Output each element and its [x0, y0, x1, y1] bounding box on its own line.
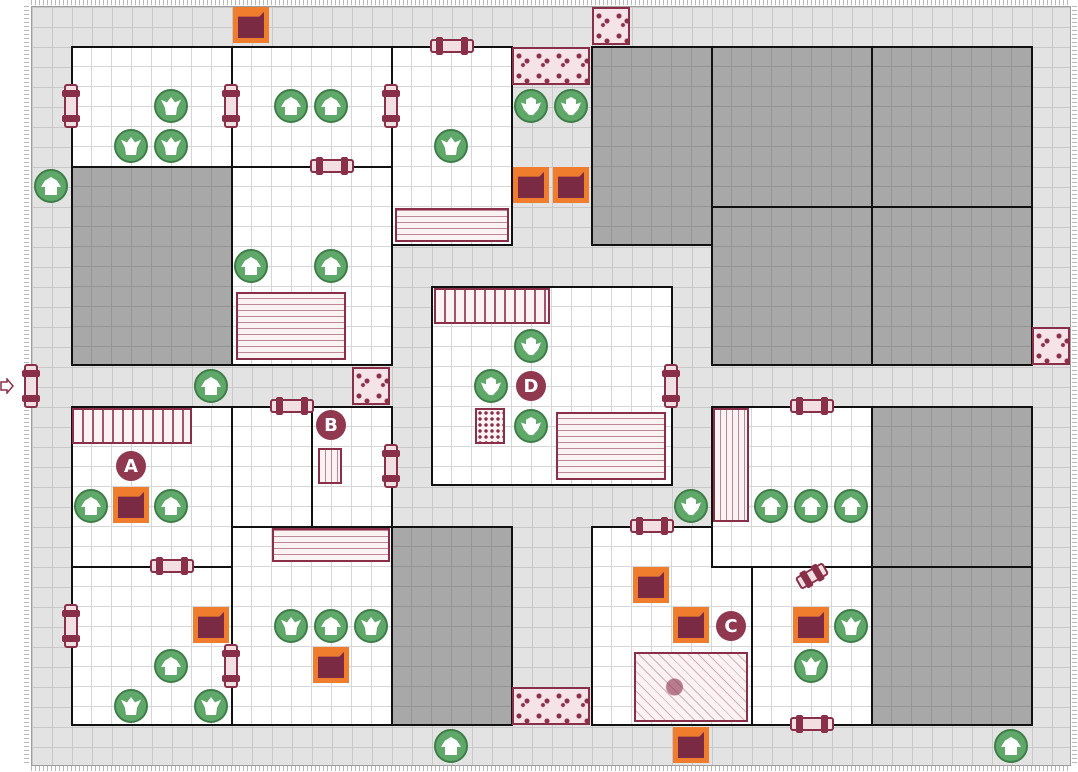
fimir-icon[interactable] — [514, 89, 548, 123]
right-ruler — [1072, 6, 1077, 766]
solid-rock-right-a — [871, 406, 1033, 568]
room-mid-corridor — [231, 406, 313, 528]
chaos-warrior-icon[interactable] — [474, 369, 508, 403]
orc-icon[interactable] — [834, 489, 868, 523]
door-icon[interactable] — [382, 84, 400, 128]
rack-top-room — [395, 208, 509, 242]
door-icon[interactable] — [62, 604, 80, 648]
door-icon[interactable] — [310, 157, 354, 175]
goblin-icon[interactable] — [274, 609, 308, 643]
entry-arrow-icon — [0, 378, 14, 394]
door-icon[interactable] — [790, 715, 834, 733]
fimir-icon[interactable] — [674, 489, 708, 523]
orc-icon[interactable] — [794, 489, 828, 523]
solid-rock-bottom-center — [391, 526, 513, 726]
falling-rock-icon — [512, 687, 590, 725]
goblin-icon[interactable] — [794, 649, 828, 683]
room-center-d — [431, 286, 673, 486]
door-icon[interactable] — [662, 364, 680, 408]
orc-icon[interactable] — [754, 489, 788, 523]
solid-rock-top-right-c — [871, 46, 1033, 208]
table-left-room — [236, 292, 346, 360]
solid-rock-top-right-b — [711, 46, 873, 208]
pit-trap-icon — [193, 607, 229, 643]
goblin-icon[interactable] — [834, 609, 868, 643]
pit-trap-icon — [233, 7, 269, 43]
fimir-icon[interactable] — [514, 329, 548, 363]
goblin-icon[interactable] — [434, 129, 468, 163]
solid-rock-left — [71, 166, 233, 366]
door-icon[interactable] — [382, 444, 400, 488]
room-top-middle — [231, 46, 393, 168]
pit-trap-icon — [673, 727, 709, 763]
orc-icon[interactable] — [34, 169, 68, 203]
weapon-rack-room-a — [72, 408, 192, 444]
falling-rock-icon — [512, 47, 590, 85]
door-icon[interactable] — [22, 364, 40, 408]
falling-rock-icon — [352, 367, 390, 405]
room-top-left — [71, 46, 233, 168]
goblin-icon[interactable] — [354, 609, 388, 643]
orc-icon[interactable] — [154, 649, 188, 683]
bookcase-right-room — [713, 408, 749, 522]
goblin-icon[interactable] — [154, 129, 188, 163]
table-room-d — [556, 412, 666, 480]
rack-bottom-middle — [272, 528, 390, 562]
fimir-icon[interactable] — [554, 89, 588, 123]
door-icon[interactable] — [150, 557, 194, 575]
pit-trap-icon — [313, 647, 349, 683]
solid-rock-right-b — [871, 566, 1033, 726]
orc-icon[interactable] — [314, 249, 348, 283]
door-icon[interactable] — [222, 84, 240, 128]
orc-icon[interactable] — [314, 89, 348, 123]
pit-trap-icon — [113, 487, 149, 523]
orc-icon[interactable] — [154, 489, 188, 523]
orc-icon[interactable] — [994, 729, 1028, 763]
fireplace-room-d — [434, 288, 550, 324]
orc-icon[interactable] — [234, 249, 268, 283]
throne-room-d — [475, 408, 505, 444]
pit-trap-icon — [513, 167, 549, 203]
marker-c: C — [716, 611, 746, 641]
cupboard-room-b — [318, 448, 342, 484]
door-icon[interactable] — [270, 397, 314, 415]
solid-rock-top-right-d — [711, 206, 873, 366]
orc-icon[interactable] — [274, 89, 308, 123]
marker-b: B — [316, 410, 346, 440]
orc-icon[interactable] — [194, 369, 228, 403]
bottom-ruler — [31, 766, 1071, 771]
door-icon[interactable] — [790, 397, 834, 415]
solid-rock-top-right-e — [871, 206, 1033, 366]
goblin-icon[interactable] — [154, 89, 188, 123]
marker-d: D — [516, 371, 546, 401]
orc-icon[interactable] — [314, 609, 348, 643]
fimir-icon[interactable] — [514, 409, 548, 443]
pit-trap-icon — [633, 567, 669, 603]
door-icon[interactable] — [430, 37, 474, 55]
pit-trap-icon — [673, 607, 709, 643]
goblin-icon[interactable] — [114, 689, 148, 723]
pit-trap-icon — [793, 607, 829, 643]
orc-icon[interactable] — [74, 489, 108, 523]
top-ruler — [31, 0, 1071, 5]
door-icon[interactable] — [630, 517, 674, 535]
marker-a: A — [116, 451, 146, 481]
orc-icon[interactable] — [434, 729, 468, 763]
alchemist-bench-room-c — [634, 652, 748, 722]
solid-rock-top-right-a — [591, 46, 713, 246]
door-icon[interactable] — [222, 644, 240, 688]
goblin-icon[interactable] — [194, 689, 228, 723]
falling-rock-icon — [592, 7, 630, 45]
pit-trap-icon — [553, 167, 589, 203]
door-icon[interactable] — [62, 84, 80, 128]
falling-rock-icon — [1032, 327, 1070, 365]
goblin-icon[interactable] — [114, 129, 148, 163]
room-right-lower — [751, 566, 873, 726]
